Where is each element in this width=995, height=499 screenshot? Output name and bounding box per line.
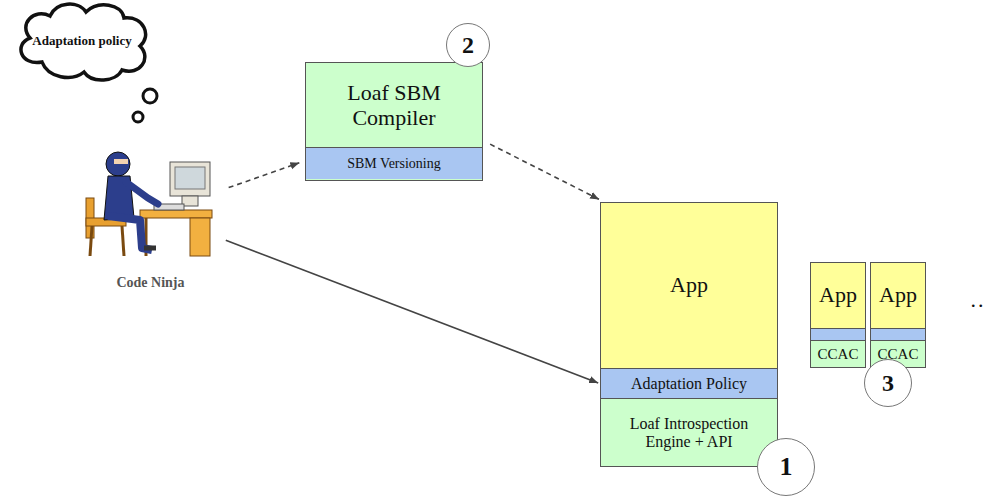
versioning-band: SBM Versioning [306,147,482,179]
text-area: Loaf Introspection Engine + API [601,399,777,466]
person-name: Code Ninja [116,275,184,291]
compiler-box: Loaf SBM CompilerSBM Versioning [305,62,483,181]
text-area: Adaptation Policy [601,369,777,398]
thought-bubble [143,89,157,103]
box-label: Loaf SBM Compiler [328,81,460,130]
ninja-illustration [78,140,223,262]
box-label: SBM Versioning [347,156,440,172]
box-label: Adaptation policy [32,34,131,49]
text-area: App [811,263,865,328]
app-box: App [871,263,925,329]
box-label: Loaf Introspection Engine + API [613,415,765,451]
box-label: App [670,273,708,298]
connector-arrow [229,163,300,188]
callout-number: 3 [864,359,912,407]
text-area: Loaf SBM Compiler [306,63,482,148]
text-area: CCAC [811,341,865,367]
box-label: App [819,283,857,308]
person-figure: Code Ninja [78,140,223,300]
runtime-box: Loaf Introspection Engine + API AppAdapta… [600,202,778,467]
app-box: App [601,203,777,369]
box-label: Adaptation Policy [631,375,747,393]
callout-number: 1 [757,438,815,496]
connector-arrow [226,240,598,383]
policy-band: Adaptation Policy [601,369,777,399]
text-area: App [601,203,777,368]
continuation-dots: .. [964,286,992,314]
ccac-box: CCACApp [870,262,926,368]
text-area: Adaptation policy [12,8,152,74]
policy-band [871,329,925,341]
box-label: App [879,283,917,308]
callout-number: 2 [446,23,490,67]
connector-arrow [490,144,599,199]
thought-bubble [133,112,143,122]
text-area: App [871,263,925,328]
text-area: Code Ninja [78,266,223,300]
thought-cloud: Adaptation policy [12,0,152,82]
ccac-box: CCAC App [810,262,866,368]
text-area: SBM Versioning [306,148,482,179]
policy-band [811,329,865,341]
app-box: App [811,263,865,329]
box-label: CCAC [818,346,859,363]
